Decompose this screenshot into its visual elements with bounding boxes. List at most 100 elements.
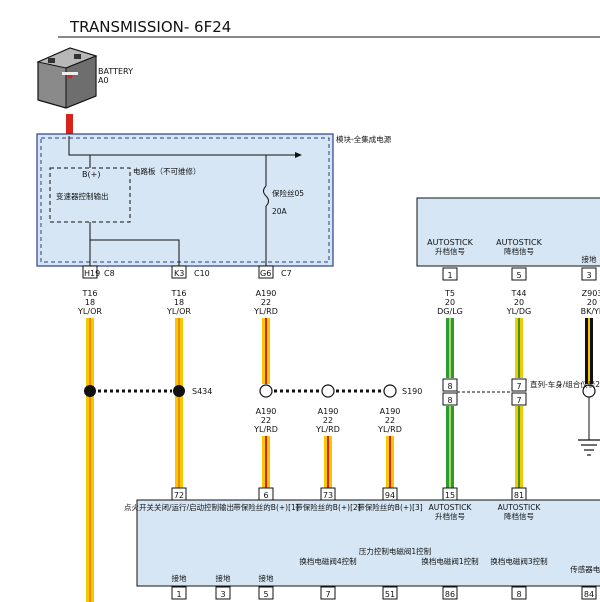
cluster-sig-2-desc: 降档信号 (504, 246, 534, 256)
svg-text:YL/RD: YL/RD (377, 425, 402, 434)
cluster-sig-3-name: 接地 (582, 254, 597, 264)
tcm-bottom-pins: 1 3 5 7 51 86 8 84 (171, 586, 597, 600)
svg-text:T5: T5 (444, 289, 455, 298)
svg-text:换档电磁阀4控制: 换档电磁阀4控制 (299, 556, 356, 566)
svg-text:带保险丝的B(+)[1]: 带保险丝的B(+)[1] (233, 502, 298, 512)
svg-text:带保险丝的B(+)[3]: 带保险丝的B(+)[3] (357, 502, 422, 512)
svg-text:84: 84 (584, 590, 594, 599)
module-pin-g6: G6 (260, 269, 271, 278)
svg-text:YL/RD: YL/RD (253, 425, 278, 434)
svg-text:5: 5 (516, 271, 521, 280)
upper-wire-labels: T16 18 YL/OR T16 18 YL/OR A190 22 YL/RD (77, 289, 278, 316)
board-dash (49, 167, 131, 223)
ground-icon (578, 439, 600, 456)
svg-text:7: 7 (325, 590, 330, 599)
tcm-top-labels: 点火开关关闭/运行/启动控制输出 带保险丝的B(+)[1] 带保险丝的B(+)[… (124, 502, 542, 521)
svg-text:51: 51 (385, 590, 395, 599)
svg-text:1: 1 (447, 271, 452, 280)
svg-text:YL/RD: YL/RD (253, 307, 278, 316)
splice-s190-b (321, 384, 335, 398)
svg-text:Z903: Z903 (582, 289, 600, 298)
svg-text:8: 8 (447, 396, 452, 405)
inline-connector: 8 8 7 7 (442, 378, 527, 406)
tcm-top-pins: 72 6 73 94 15 81 (171, 487, 527, 501)
svg-text:AUTOSTICK: AUTOSTICK (429, 503, 473, 512)
svg-text:A190: A190 (380, 407, 401, 416)
fuse-label: 保险丝05 (272, 188, 304, 198)
page-title: TRANSMISSION- 6F24 (69, 18, 231, 36)
module-name: 模块-全集成电源 (336, 134, 392, 144)
module-box (36, 133, 334, 267)
cluster-sig-1-desc: 升档信号 (435, 246, 465, 256)
cluster-sig-1-name: AUTOSTICK (427, 238, 473, 247)
splice-s434-label: S434 (192, 387, 212, 396)
svg-text:BK/YL: BK/YL (581, 307, 600, 316)
svg-text:3: 3 (220, 590, 225, 599)
svg-text:YL/OR: YL/OR (77, 307, 102, 316)
svg-text:22: 22 (323, 416, 333, 425)
svg-text:YL/RD: YL/RD (315, 425, 340, 434)
lower-wire-labels: A190 22 YL/RD A190 22 YL/RD A190 22 YL/R… (253, 407, 402, 434)
splice-s190-c (383, 384, 397, 398)
svg-text:DG/LG: DG/LG (437, 307, 463, 316)
svg-text:20: 20 (514, 298, 524, 307)
wire-bk-yl (585, 318, 593, 384)
svg-text:换档电磁阀1控制: 换档电磁阀1控制 (421, 556, 478, 566)
svg-text:YL/DG: YL/DG (506, 307, 531, 316)
svg-text:A190: A190 (318, 407, 339, 416)
svg-text:传感器电路: 传感器电路 (570, 564, 600, 574)
inner-box-label: 变速器控制输出 (56, 191, 109, 201)
inline-label: 直列-车身/组合仪表2 (530, 379, 600, 389)
module-arrow-icon (295, 152, 302, 158)
svg-text:73: 73 (323, 491, 333, 500)
svg-text:换档电磁阀3控制: 换档电磁阀3控制 (490, 556, 547, 566)
svg-text:T44: T44 (510, 289, 526, 298)
svg-text:18: 18 (174, 298, 184, 307)
svg-text:20: 20 (587, 298, 597, 307)
svg-text:接地: 接地 (259, 573, 274, 583)
svg-text:6: 6 (263, 491, 268, 500)
splice-s434-right (173, 385, 185, 397)
battery-icon (36, 47, 98, 109)
tcm-bottom-labels: 接地 接地 接地 (172, 573, 274, 583)
module-conn-c10: C10 (194, 269, 210, 278)
splice-s434-left (84, 385, 96, 397)
svg-text:86: 86 (445, 590, 455, 599)
module-pin-row: H19 C8 K3 C10 G6 C7 (82, 265, 292, 279)
svg-text:升档信号: 升档信号 (435, 511, 465, 521)
svg-text:YL/OR: YL/OR (166, 307, 191, 316)
wire-yl-rd-lower-1 (262, 436, 270, 488)
svg-text:81: 81 (514, 491, 524, 500)
fuse-amp: 20A (272, 207, 288, 216)
svg-text:7: 7 (516, 382, 521, 391)
svg-text:带保险丝的B(+)[2]: 带保险丝的B(+)[2] (295, 502, 360, 512)
splice-s190-a (259, 384, 273, 398)
svg-text:8: 8 (447, 382, 452, 391)
splice-s190-label: S190 (402, 387, 422, 396)
battery-red-wire (66, 114, 73, 136)
svg-text:7: 7 (516, 396, 521, 405)
svg-text:8: 8 (516, 590, 521, 599)
wire-yl-dg (515, 318, 523, 488)
svg-text:1: 1 (176, 590, 181, 599)
svg-text:94: 94 (385, 491, 395, 500)
module-name-line: 模块-全集成电源 (336, 134, 392, 144)
wire-dg-lg (446, 318, 454, 488)
tcm-box (136, 499, 600, 587)
svg-text:3: 3 (586, 271, 591, 280)
svg-text:点火开关关闭/运行/启动控制输出: 点火开关关闭/运行/启动控制输出 (124, 502, 234, 512)
svg-text:22: 22 (385, 416, 395, 425)
svg-text:T16: T16 (81, 289, 97, 298)
wire-yl-or-mid (175, 318, 183, 488)
svg-text:20: 20 (445, 298, 455, 307)
svg-text:15: 15 (445, 491, 455, 500)
module-internal-wiring (68, 136, 295, 266)
cluster-wire-labels: T5 20 DG/LG T44 20 YL/DG Z903 20 BK/YL (437, 289, 600, 316)
svg-text:接地: 接地 (216, 573, 231, 583)
board-label: 电路板（不可维修） (133, 166, 201, 176)
svg-text:T16: T16 (170, 289, 186, 298)
module-conn-c7: C7 (281, 269, 292, 278)
battery-code: A0 (98, 76, 109, 85)
cluster-box (416, 197, 600, 267)
